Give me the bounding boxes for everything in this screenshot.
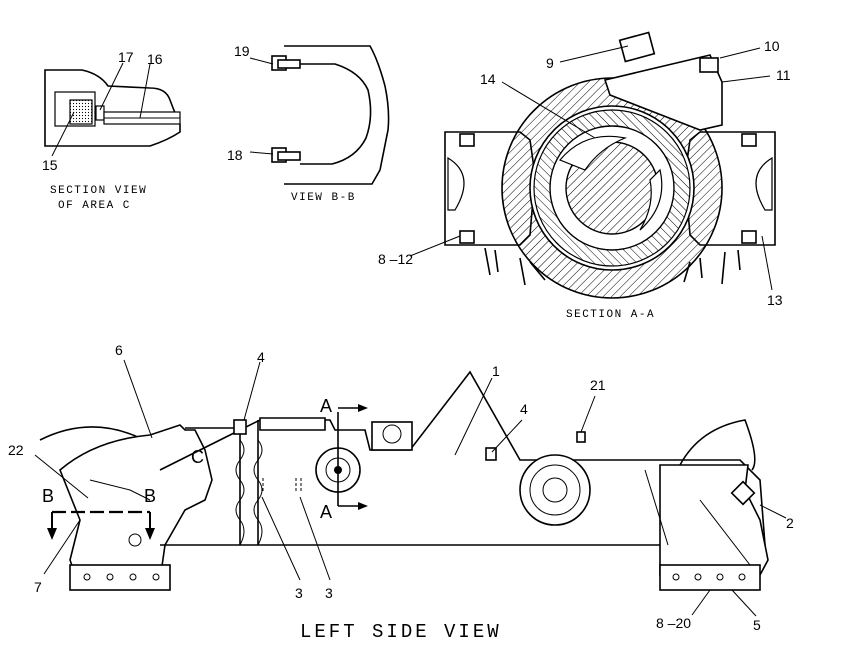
callout-4-right: 4 <box>520 401 528 417</box>
callout-14: 14 <box>480 71 496 87</box>
left-side-view: 6 4 1 4 21 22 7 3 3 2 8 –20 5 A A B B C … <box>8 342 794 643</box>
view-letter-c: C <box>191 447 204 467</box>
callout-10: 10 <box>764 38 780 54</box>
callout-2: 2 <box>786 515 794 531</box>
callout-13: 13 <box>767 292 783 308</box>
callout-15: 15 <box>42 157 58 173</box>
callout-3-left: 3 <box>295 585 303 601</box>
callout-17: 17 <box>118 49 134 65</box>
callout-3-right: 3 <box>325 585 333 601</box>
callout-18: 18 <box>227 147 243 163</box>
callout-22: 22 <box>8 442 24 458</box>
callout-7: 7 <box>34 579 42 595</box>
caption-view-bb: VIEW B-B <box>291 192 356 204</box>
callout-16: 16 <box>147 51 163 67</box>
callout-5: 5 <box>753 617 761 633</box>
callout-8-20: 8 –20 <box>656 615 691 631</box>
view-letter-b-right: B <box>144 486 156 506</box>
callout-6: 6 <box>115 342 123 358</box>
callout-9: 9 <box>546 55 554 71</box>
section-a-a: 14 9 10 11 8 –12 13 SECTION A-A <box>378 31 791 321</box>
caption-left-side-view: LEFT SIDE VIEW <box>300 621 502 643</box>
section-view-area-c: 17 16 15 SECTION VIEW OF AREA C <box>42 49 181 212</box>
callout-4-left: 4 <box>257 349 265 365</box>
view-letter-b-left: B <box>42 486 54 506</box>
view-letter-a-top: A <box>320 396 332 416</box>
callout-11: 11 <box>776 67 791 83</box>
view-letter-a-bottom: A <box>320 502 332 522</box>
caption-section-aa: SECTION A-A <box>566 309 655 321</box>
callout-19: 19 <box>234 43 250 59</box>
caption-section-view: SECTION VIEW <box>50 185 147 197</box>
callout-8-12: 8 –12 <box>378 251 413 267</box>
view-b-b: 19 18 VIEW B-B <box>227 43 390 204</box>
caption-of-area-c: OF AREA C <box>58 200 131 212</box>
callout-21: 21 <box>590 377 606 393</box>
callout-1: 1 <box>492 363 500 379</box>
